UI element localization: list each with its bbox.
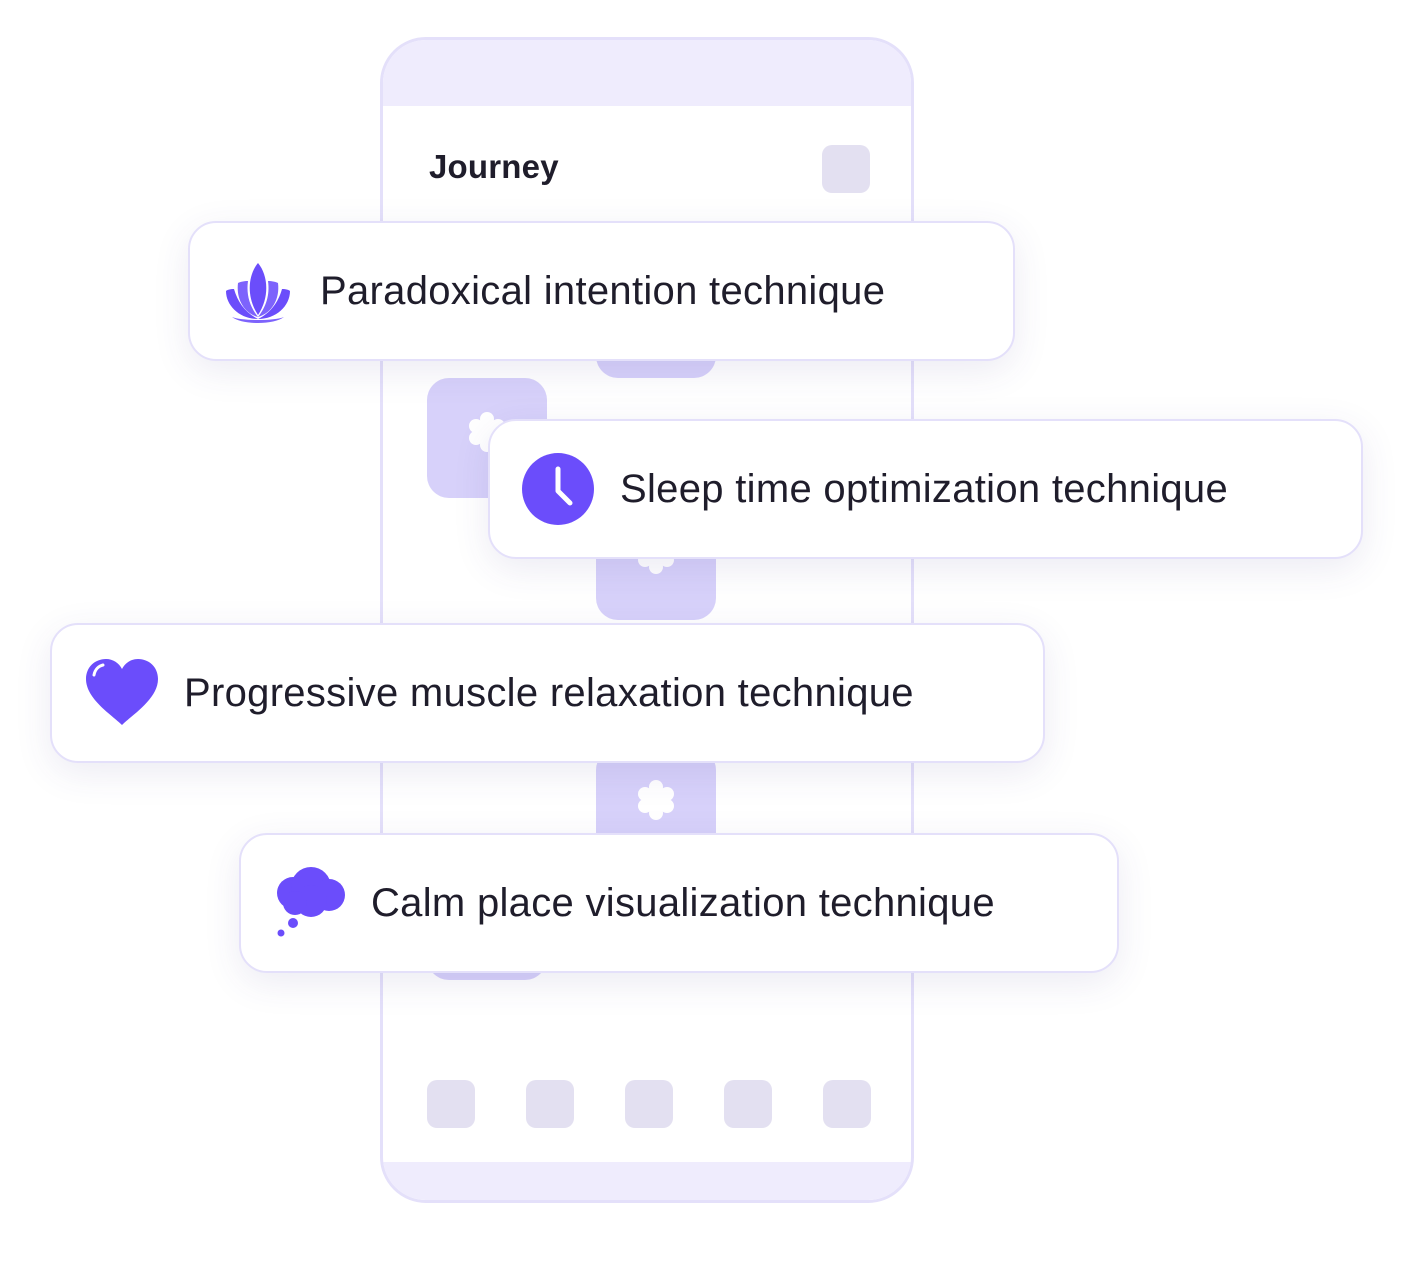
technique-label: Calm place visualization technique bbox=[371, 880, 995, 925]
technique-card-paradoxical-intention[interactable]: Paradoxical intention technique bbox=[188, 221, 1015, 361]
tab-bar-item[interactable] bbox=[526, 1080, 574, 1128]
page-title: Journey bbox=[429, 148, 559, 185]
technique-card-calm-place-visualization[interactable]: Calm place visualization technique bbox=[239, 833, 1119, 973]
technique-label: Progressive muscle relaxation technique bbox=[184, 670, 914, 715]
phone-mockup: Journey bbox=[380, 37, 914, 1203]
lotus-icon bbox=[218, 251, 298, 331]
clock-icon bbox=[518, 449, 598, 529]
header-action-placeholder[interactable] bbox=[822, 145, 870, 193]
phone-home-bar bbox=[383, 1162, 911, 1200]
tab-bar-item[interactable] bbox=[823, 1080, 871, 1128]
flower-badge-icon bbox=[638, 780, 674, 820]
technique-label: Paradoxical intention technique bbox=[320, 268, 886, 313]
thought-cloud-icon bbox=[269, 863, 349, 943]
tab-bar-item[interactable] bbox=[724, 1080, 772, 1128]
tab-bar-item[interactable] bbox=[427, 1080, 475, 1128]
technique-label: Sleep time optimization technique bbox=[620, 466, 1229, 511]
technique-card-progressive-muscle-relaxation[interactable]: Progressive muscle relaxation technique bbox=[50, 623, 1045, 763]
technique-card-sleep-time-optimization[interactable]: Sleep time optimization technique bbox=[488, 419, 1363, 559]
phone-status-bar bbox=[383, 40, 911, 106]
heart-icon bbox=[82, 653, 162, 733]
tab-bar-item[interactable] bbox=[625, 1080, 673, 1128]
